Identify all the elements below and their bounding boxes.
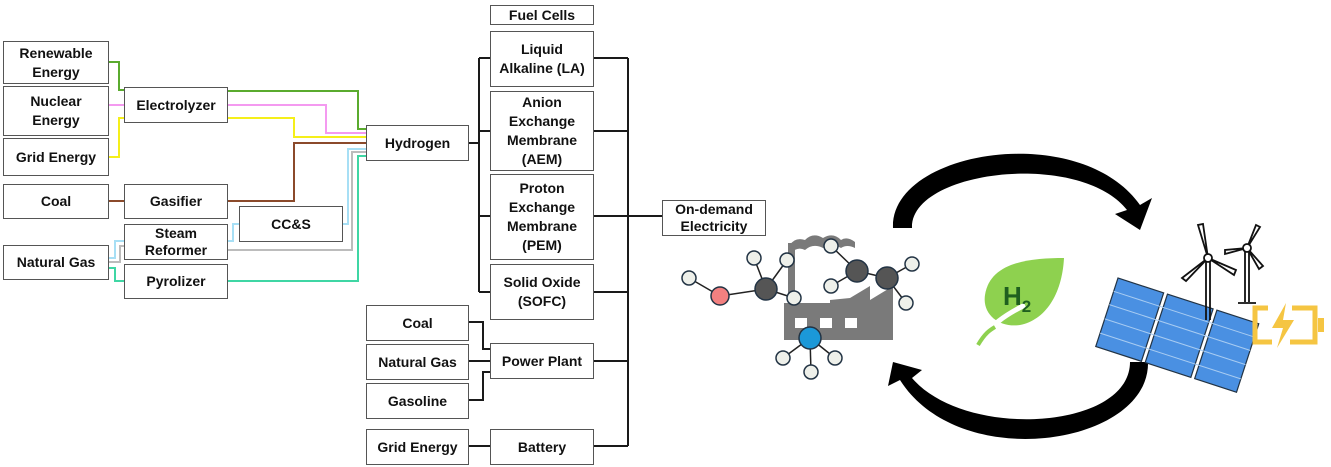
on-demand-electricity-box: On-demand Electricity [662,200,766,236]
fuel-cell-sofc: Solid Oxide (SOFC) [490,264,594,320]
ccs-hydrogen-line [343,148,366,225]
electrolyzer-yellow-line [227,117,366,138]
ng-smr-gray-line [108,245,124,263]
grid-line [108,117,124,158]
ng-pyro-line [108,267,124,282]
ng-smr-blue-line [108,240,124,259]
fuel-cell-liquid-alkaline: Liquid Alkaline (LA) [490,31,594,87]
hydrogen-box: Hydrogen [366,125,469,161]
h2-label: H2 [1003,281,1031,316]
battery-input-grid-energy: Grid Energy [366,429,469,465]
power-plant-box: Power Plant [490,343,594,379]
process-ccs: CC&S [239,206,343,242]
gasifier-line [227,142,366,202]
process-electrolyzer: Electrolyzer [124,87,228,123]
source-renewable-energy: Renewable Energy [3,41,109,84]
renewable-line [108,61,124,91]
fuel-cells-header: Fuel Cells [490,5,594,25]
electrolyzer-green-line [227,90,366,130]
pp-input-natural-gas: Natural Gas [366,344,469,380]
battery-charging-icon [1252,303,1324,348]
smr-ccs-line [227,223,240,242]
smr-gray-line [227,151,366,251]
process-pyrolizer: Pyrolizer [124,264,228,299]
arrow-top-icon [892,153,1152,230]
molecule-icon [681,238,920,380]
h2-leaf-icon [975,258,1064,347]
process-gasifier: Gasifier [124,184,228,219]
source-coal: Coal [3,184,109,219]
source-nuclear-energy: Nuclear Energy [3,86,109,136]
process-steam-reformer: Steam Reformer [124,224,228,260]
electrolyzer-pink-line [227,104,366,134]
pyrolizer-line [227,155,366,282]
pp-input-gasoline: Gasoline [366,383,469,419]
pp-input-coal: Coal [366,305,469,341]
battery-box: Battery [490,429,594,465]
arrow-bottom-icon [888,362,1149,439]
wind-turbine-icon [1180,222,1265,320]
fuel-cell-aem: Anion Exchange Membrane (AEM) [490,91,594,171]
source-natural-gas: Natural Gas [3,245,109,280]
source-grid-energy: Grid Energy [3,138,109,176]
fuel-cell-pem: Proton Exchange Membrane (PEM) [490,174,594,260]
solar-panel-icon [1094,277,1260,393]
